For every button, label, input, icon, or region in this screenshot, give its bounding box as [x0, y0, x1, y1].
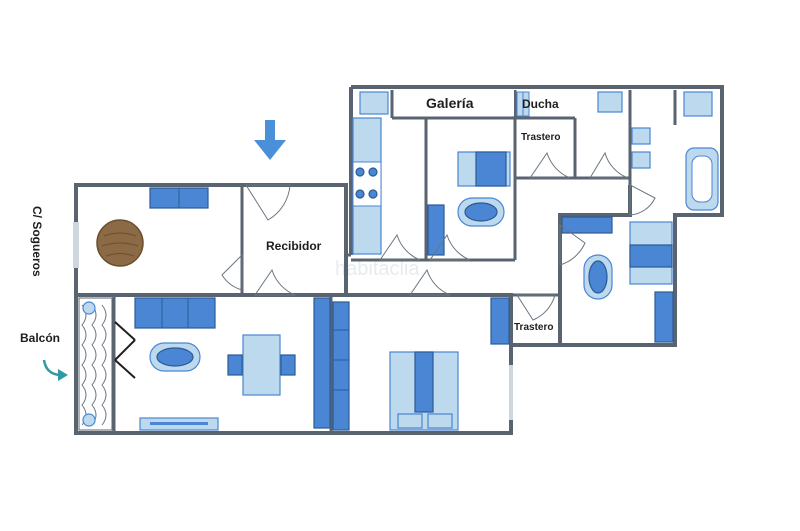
plant-icon — [82, 301, 96, 315]
room-trastero-bottom — [490, 297, 510, 345]
label-balcon: Balcón — [20, 331, 60, 345]
window-icon — [73, 222, 79, 268]
sofa-icon — [134, 297, 216, 329]
room-galeria — [394, 90, 514, 116]
label-galeria: Galería — [426, 95, 474, 111]
sink-icon — [683, 91, 713, 117]
wardrobe-icon — [561, 216, 613, 234]
balcony — [78, 297, 113, 431]
room-main-bedroom — [332, 301, 513, 431]
chair-icon — [280, 354, 296, 376]
chair-icon — [227, 354, 243, 376]
room-living — [134, 297, 331, 431]
toilet-icon — [631, 127, 651, 145]
label-ducha: Ducha — [522, 97, 559, 111]
shelf-icon — [490, 297, 510, 345]
sink-icon — [359, 91, 389, 115]
dining-table-icon — [242, 334, 281, 396]
room-dining — [73, 187, 209, 268]
label-street: C/ Sogueros — [30, 206, 44, 277]
label-trastero-top: Trastero — [521, 132, 560, 143]
balcony-door-icon — [114, 321, 136, 379]
balcony-arrow-icon — [42, 359, 68, 381]
plant-icon — [82, 413, 96, 427]
room-bedroom-2 — [427, 151, 511, 256]
room-ducha — [516, 91, 530, 117]
label-trastero-bottom: Trastero — [514, 322, 553, 333]
entrance-arrow-icon — [254, 120, 286, 160]
wardrobe-icon — [427, 204, 445, 256]
label-recibidor: Recibidor — [266, 239, 322, 253]
watermark: habitaclia — [335, 258, 420, 280]
room-kitchen — [352, 91, 389, 255]
wardrobe-icon — [654, 291, 674, 343]
wardrobe-icon — [313, 297, 331, 429]
toilet-icon — [597, 91, 623, 113]
wardrobe-icon — [332, 301, 350, 431]
doors — [221, 151, 656, 321]
window-icon — [509, 365, 513, 420]
room-bedroom-3 — [561, 216, 674, 343]
toilet-icon — [631, 151, 651, 169]
room-bathroom — [597, 90, 719, 211]
